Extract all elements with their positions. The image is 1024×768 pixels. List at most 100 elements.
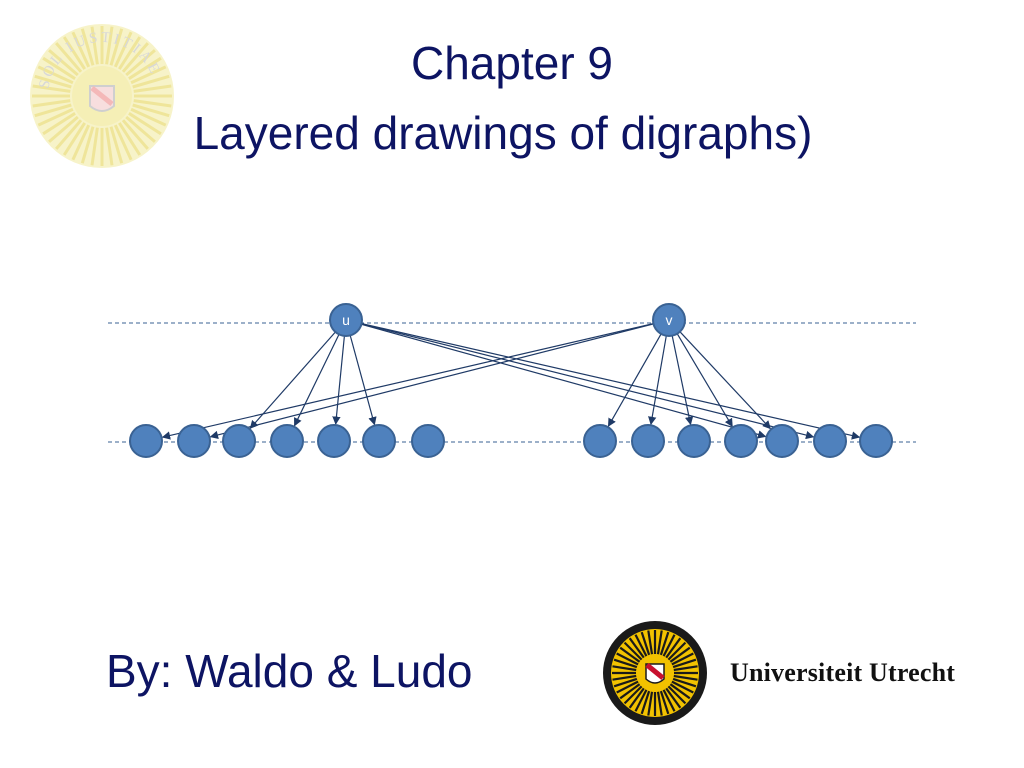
seal-ray <box>672 658 697 669</box>
node-v-label: v <box>666 312 673 328</box>
node-L2 <box>222 424 256 458</box>
node-R6 <box>859 424 893 458</box>
seal-ray <box>55 119 83 150</box>
seal-ray <box>669 683 691 700</box>
seal-ray <box>130 107 167 127</box>
seal-ray <box>37 107 74 127</box>
seal-ray <box>121 42 149 73</box>
edge-v-L1 <box>209 323 654 440</box>
seal-ray <box>628 637 645 659</box>
edge-u-L4 <box>332 335 345 425</box>
seal-ray <box>612 665 637 672</box>
seal-ray <box>132 103 170 118</box>
seal-ray <box>109 28 124 66</box>
university-wordmark: Universiteit Utrecht <box>730 658 956 687</box>
seal-ray <box>128 112 162 136</box>
seal-ray <box>113 124 133 161</box>
seal-ray <box>118 122 142 156</box>
seal-ray <box>634 634 648 657</box>
seal-ray <box>42 112 76 136</box>
seal-ray <box>628 687 645 709</box>
seal-ray <box>80 126 95 164</box>
seal-ray <box>656 691 663 716</box>
node-R1 <box>631 424 665 458</box>
seal-ray <box>62 122 86 156</box>
title-line-2: Layered drawings of digraphs) <box>193 107 813 159</box>
edge-u-L5 <box>349 335 377 426</box>
seal-ray <box>128 56 162 80</box>
seal-ray <box>105 127 114 166</box>
seal-ray <box>121 119 149 150</box>
node-L6 <box>411 424 445 458</box>
seal-ray <box>665 637 682 659</box>
title-line-1: Chapter 9 <box>410 37 613 89</box>
edge-v-R4 <box>679 331 771 430</box>
node-L5 <box>362 424 396 458</box>
node-R2 <box>677 424 711 458</box>
node-R4 <box>765 424 799 458</box>
utrecht-seal-watermark-icon: SOL IUSTITIAE <box>30 24 174 168</box>
seal-ray <box>125 49 156 77</box>
node-u: u <box>329 303 363 337</box>
node-R3 <box>724 424 758 458</box>
edge-u-L3 <box>293 334 340 427</box>
seal-ray <box>62 36 86 70</box>
seal-ray <box>90 26 99 65</box>
seal-ray <box>616 652 639 666</box>
utrecht-sun-seal-icon <box>603 621 707 725</box>
seal-ray <box>32 99 71 108</box>
seal-ray <box>667 685 687 705</box>
seal-ray <box>669 646 691 663</box>
seal-ray <box>662 634 676 657</box>
seal-ray <box>125 115 156 143</box>
seal-ray <box>113 31 133 68</box>
seal-ray <box>132 74 170 89</box>
university-logo: Universiteit Utrecht <box>602 620 992 730</box>
seal-ray <box>667 641 687 661</box>
seal-ray <box>42 56 76 80</box>
byline: By: Waldo & Ludo <box>106 645 473 697</box>
seal-ray <box>90 127 99 166</box>
node-L3 <box>270 424 304 458</box>
edge-u-R5 <box>361 323 815 440</box>
seal-ray <box>659 690 670 715</box>
seal-ray <box>640 631 651 656</box>
seal-ray <box>623 641 643 661</box>
seal-ray <box>34 103 72 118</box>
node-v: v <box>652 303 686 337</box>
seal-ray <box>109 126 124 164</box>
seal-ray <box>665 687 682 709</box>
bottom-layer-nodes <box>129 424 893 458</box>
seal-ray <box>619 646 641 663</box>
seal-ray <box>71 124 91 161</box>
seal-ray <box>616 680 639 694</box>
seal-ray <box>55 42 83 73</box>
seal-ray <box>673 665 698 672</box>
seal-ray <box>34 74 72 89</box>
node-L4 <box>317 424 351 458</box>
edge-u-R6 <box>361 323 861 440</box>
edge-v-R0 <box>607 333 662 427</box>
seal-ray <box>619 683 641 700</box>
seal-ray <box>662 689 676 712</box>
seal-ray <box>634 689 648 712</box>
seal-ray <box>37 65 74 85</box>
seal-ray <box>671 652 694 666</box>
node-R0 <box>583 424 617 458</box>
seal-ray <box>647 630 654 655</box>
seal-ray <box>48 115 79 143</box>
seal-ray <box>133 99 172 108</box>
seal-ray <box>656 630 663 655</box>
node-R5 <box>813 424 847 458</box>
edge-u-L2 <box>249 331 336 429</box>
seal-ray <box>133 84 172 93</box>
seal-ray <box>130 65 167 85</box>
seal-ray <box>659 631 670 656</box>
seal-ray <box>612 674 637 681</box>
seal-ray <box>673 674 698 681</box>
seal-ray <box>647 691 654 716</box>
edge-v-R2 <box>671 335 694 426</box>
seal-ray <box>118 36 142 70</box>
edges <box>161 323 861 440</box>
